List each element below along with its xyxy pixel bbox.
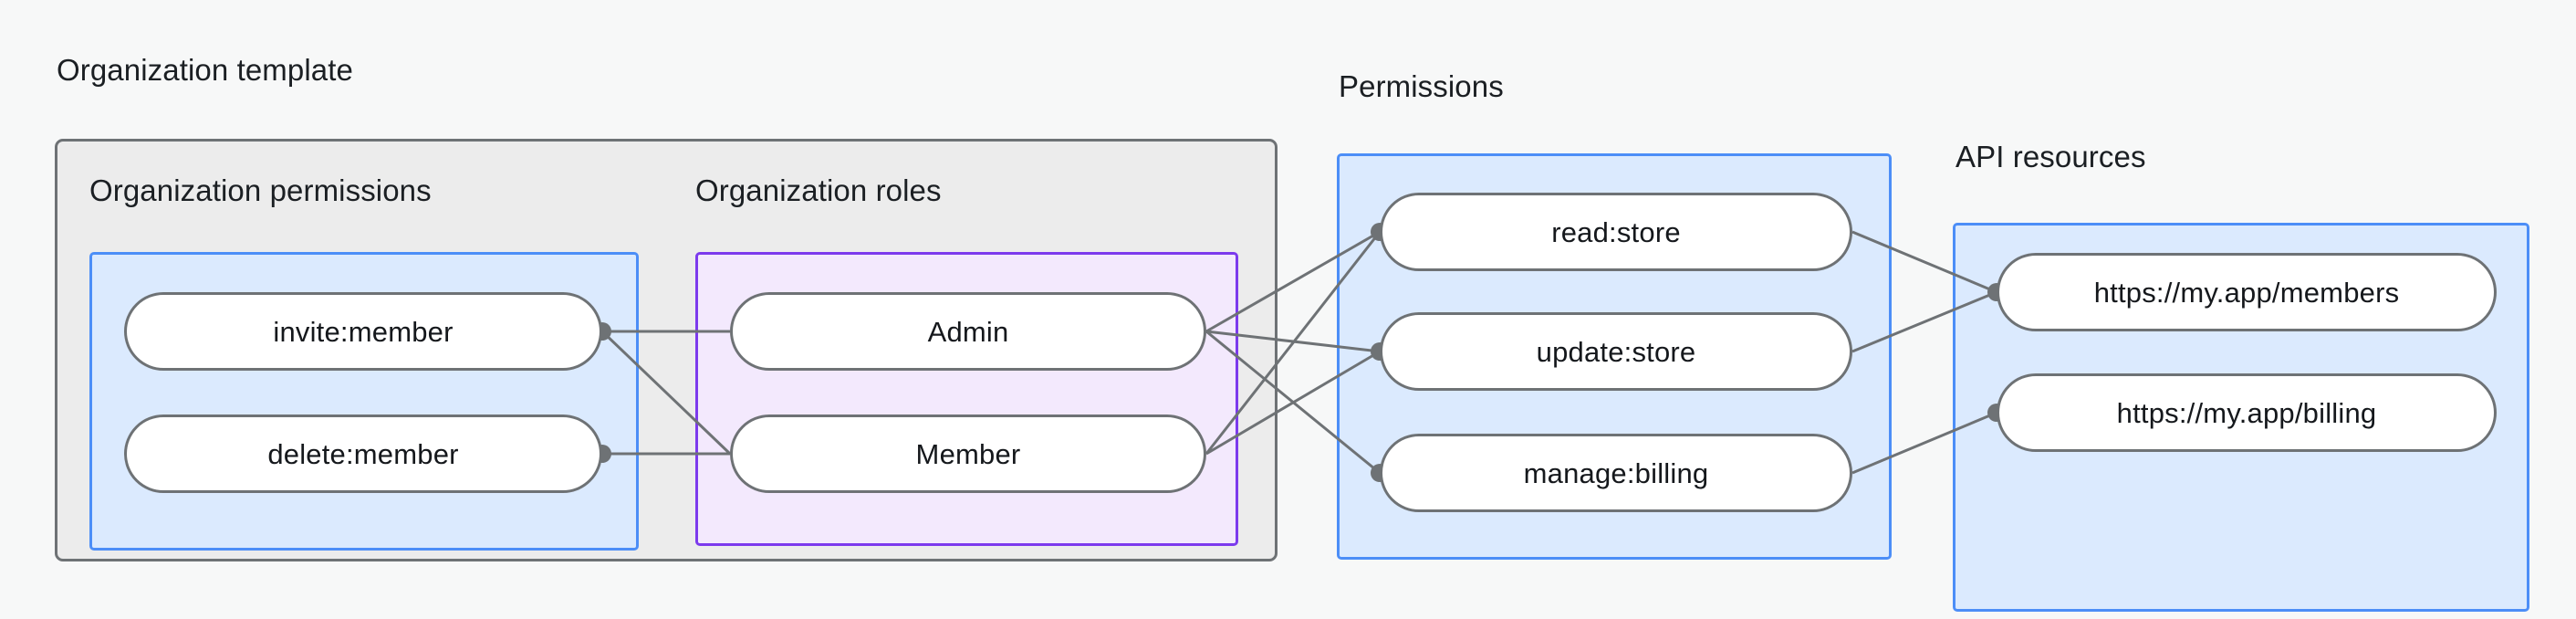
node-members-url[interactable]: https://my.app/members <box>1997 253 2497 331</box>
node-label-member: Member <box>915 437 1021 470</box>
node-label-manage-billing: manage:billing <box>1523 456 1709 489</box>
node-label-read-store: read:store <box>1551 215 1681 248</box>
node-manage-billing[interactable]: manage:billing <box>1380 434 1852 512</box>
node-read-store[interactable]: read:store <box>1380 193 1852 271</box>
node-member[interactable]: Member <box>730 414 1206 493</box>
node-billing-url[interactable]: https://my.app/billing <box>1997 373 2497 452</box>
node-update-store[interactable]: update:store <box>1380 312 1852 391</box>
node-label-invite-member: invite:member <box>273 315 454 348</box>
node-invite-member[interactable]: invite:member <box>124 292 602 371</box>
group-label-organization-roles: Organization roles <box>695 173 942 207</box>
group-label-organization-template: Organization template <box>57 53 353 87</box>
node-label-admin: Admin <box>927 315 1009 348</box>
group-label-api-resources: API resources <box>1955 140 2146 173</box>
node-label-update-store: update:store <box>1536 335 1696 368</box>
node-delete-member[interactable]: delete:member <box>124 414 602 493</box>
node-label-members-url: https://my.app/members <box>2093 276 2400 309</box>
node-label-billing-url: https://my.app/billing <box>2116 396 2377 429</box>
group-label-organization-permissions: Organization permissions <box>89 173 432 207</box>
node-label-delete-member: delete:member <box>267 437 459 470</box>
group-label-permissions: Permissions <box>1339 69 1504 103</box>
node-admin[interactable]: Admin <box>730 292 1206 371</box>
